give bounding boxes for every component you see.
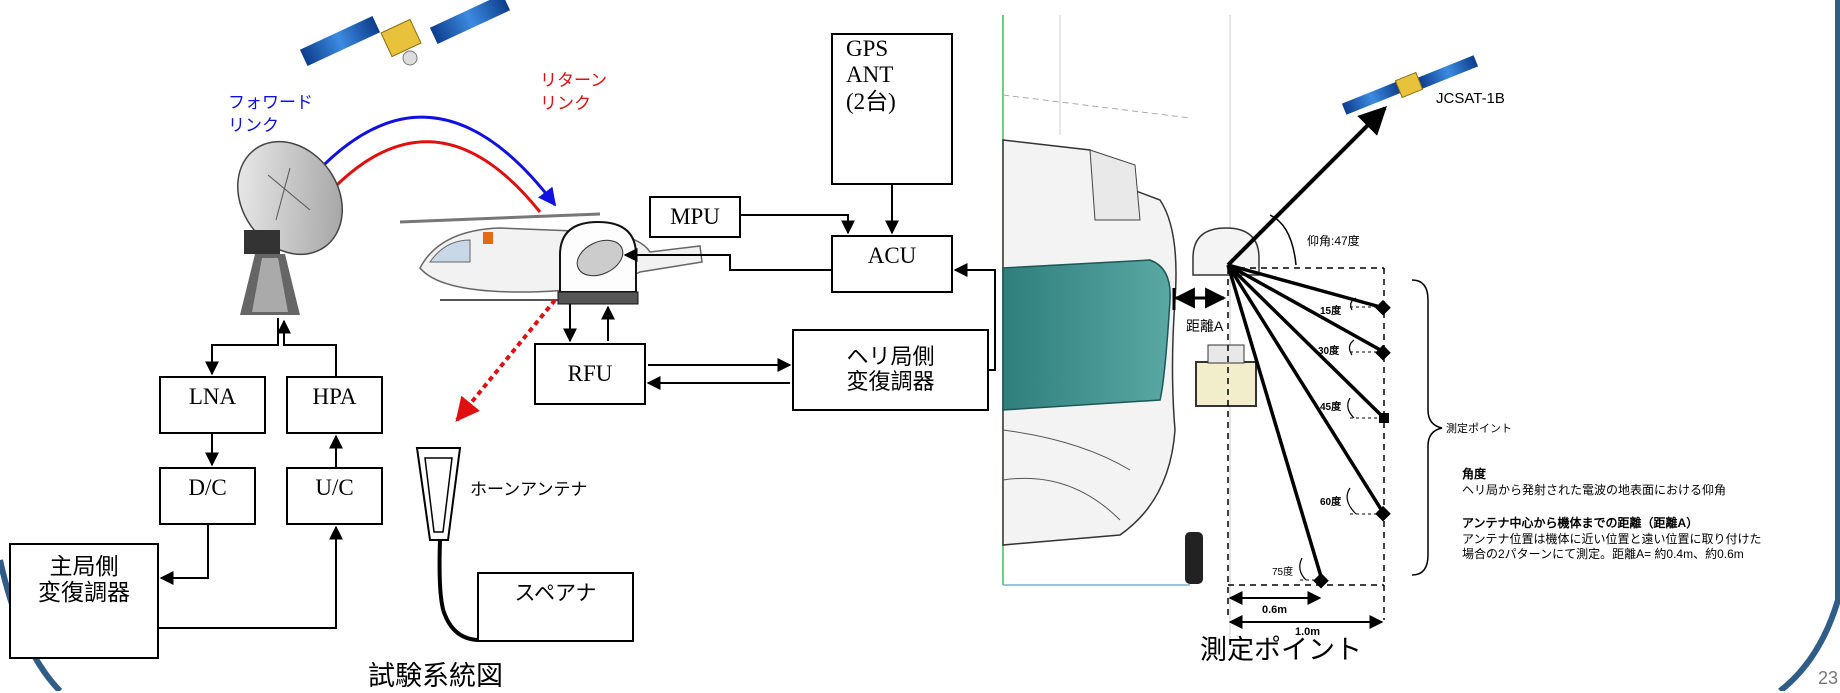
heli-modem-box: [792, 329, 989, 411]
hpa-box: [286, 376, 383, 434]
left-caption: 試験系統図: [368, 661, 503, 691]
right-caption: 測定ポイント: [1200, 635, 1362, 665]
angle-desc: ヘリ局から発射された電波の地表面における仰角: [1462, 482, 1727, 497]
mpu-label: MPU: [670, 203, 720, 229]
lna-box: [159, 376, 266, 434]
measurement-rays: [1226, 263, 1386, 581]
measurement-points: [1313, 299, 1391, 589]
rfu-box: [534, 343, 646, 405]
distance-title: アンテナ中心から機体までの距離（距離A）: [1462, 516, 1699, 531]
angle-15-label: 15度: [1320, 306, 1342, 317]
rfu-label: RFU: [567, 360, 613, 386]
notes-block: 角度 ヘリ局から発射された電波の地表面における仰角 アンテナ中心から機体までの距…: [1462, 467, 1762, 563]
heli-modem-label: ヘリ局側 変復調器: [846, 344, 935, 395]
distance-a-label: 距離A: [1186, 318, 1224, 334]
dc-box: [159, 467, 256, 525]
uc-box: [286, 467, 383, 525]
mounted-antenna-icon: [1192, 227, 1260, 407]
ground-station-dish-icon: [236, 140, 344, 315]
lna-label: LNA: [188, 383, 237, 409]
return-link-label: リターン リンク: [540, 71, 608, 113]
main-modem-label: 主局側 変復調器: [38, 553, 130, 605]
uc-label: U/C: [315, 474, 354, 500]
distance-desc-line2: 場合の2パターンにて測定。距離A= 約0.4m、約0.6m: [1462, 547, 1744, 562]
page-number: 23: [1818, 668, 1839, 688]
slide-frame-right-arc: [1778, 0, 1840, 691]
forward-link-label: フォワード リンク: [228, 93, 313, 135]
signal-connectors: [158, 184, 996, 629]
dim-inner-label: 0.6m: [1262, 604, 1288, 616]
acu-box: [831, 235, 953, 293]
dim-outer-label: 1.0m: [1295, 626, 1321, 638]
angle-30-label: 30度: [1318, 346, 1340, 357]
angle-arcs: [1299, 297, 1357, 581]
distance-desc-line1: アンテナ位置は機体に近い位置と遠い位置に取り付けた: [1462, 531, 1762, 546]
angle-60-label: 60度: [1320, 497, 1342, 508]
elevation-label: 仰角:47度: [1307, 234, 1360, 248]
helicopter-front-view: [1002, 15, 1231, 640]
angle-45-label: 45度: [1320, 402, 1342, 413]
gps-ant-box: [831, 33, 953, 185]
elevation-arc: [1269, 214, 1297, 266]
spectrum-analyzer-box: [477, 572, 634, 642]
angle-baselines: [1300, 306, 1380, 581]
horn-antenna-label: ホーンアンテナ: [470, 480, 588, 499]
satellite-icon: [299, 0, 511, 67]
beam-to-satellite: [1226, 106, 1387, 267]
spectrum-analyzer-label: スペアナ: [514, 580, 597, 605]
gps-ant-label: GPS ANT (2台): [846, 36, 896, 114]
dc-label: D/C: [188, 474, 227, 500]
measurement-area: [1227, 267, 1385, 620]
measure-points-label: 測定ポイント: [1446, 423, 1512, 435]
main-modem-box: [9, 543, 159, 659]
satellite-label: JCSAT-1B: [1436, 90, 1505, 107]
satellite-icon: [1341, 55, 1479, 115]
angle-title: 角度: [1462, 467, 1487, 481]
measure-points-brace: [1411, 279, 1443, 576]
mpu-box: [649, 196, 741, 238]
forward-link-arc: [287, 115, 557, 207]
return-link-arc: [316, 140, 542, 213]
acu-label: ACU: [867, 242, 917, 268]
hpa-label: HPA: [312, 383, 357, 409]
heli-antenna-radome-icon: [557, 220, 639, 305]
angle-75-label: 75度: [1272, 567, 1294, 578]
horn-antenna-icon: [415, 447, 481, 642]
horn-link-arrow: [455, 298, 557, 422]
